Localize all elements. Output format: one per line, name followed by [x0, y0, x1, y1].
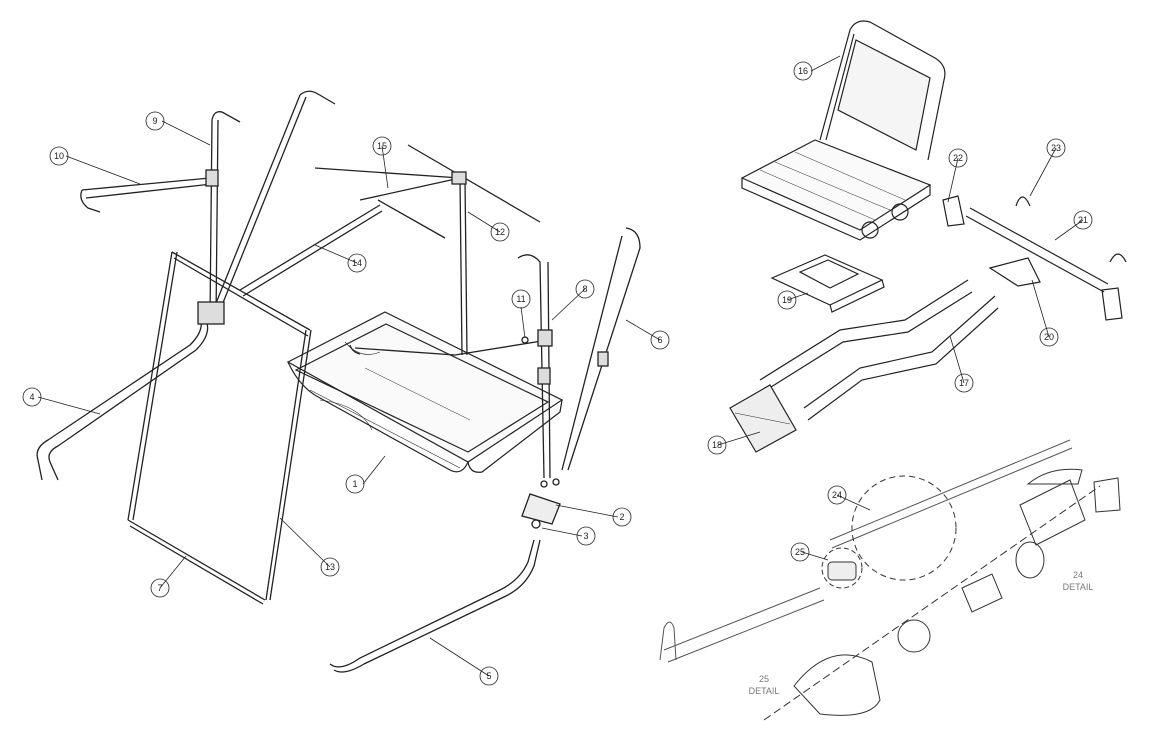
- callout-4: 4: [29, 392, 34, 402]
- callout-group: 1 2 3 4 5 6 7 8 9 10 11 12 13 14 15 16 1…: [22, 55, 1093, 686]
- callout-21: 21: [1078, 215, 1088, 225]
- callout-22: 22: [953, 153, 963, 163]
- callout-16: 16: [798, 66, 808, 76]
- callout-10: 10: [54, 151, 64, 161]
- callout-5: 5: [486, 671, 491, 681]
- callout-7: 7: [157, 583, 162, 593]
- callout-2: 2: [619, 512, 624, 522]
- callout-15: 15: [377, 141, 387, 151]
- callout-14: 14: [352, 258, 362, 268]
- detail-24-number: 24: [1073, 570, 1083, 580]
- callout-12: 12: [495, 227, 505, 237]
- callout-6: 6: [657, 335, 662, 345]
- callout-19: 19: [782, 295, 792, 305]
- frame-tubes: [36, 90, 641, 673]
- detail-25-word: DETAIL: [749, 686, 780, 696]
- detail-24-word: DETAIL: [1063, 582, 1094, 592]
- callout-11: 11: [516, 294, 525, 304]
- callout-9: 9: [152, 116, 157, 126]
- callout-24: 24: [832, 490, 842, 500]
- hitch-detail: [659, 439, 1121, 721]
- sled-tub: [286, 311, 564, 473]
- callout-1: 1: [352, 479, 357, 489]
- callout-13: 13: [325, 562, 335, 572]
- detail-25-number: 25: [759, 674, 769, 684]
- callout-17: 17: [959, 378, 969, 388]
- callout-8: 8: [582, 284, 587, 294]
- callout-18: 18: [712, 440, 722, 450]
- callout-20: 20: [1044, 332, 1054, 342]
- callout-25: 25: [795, 547, 805, 557]
- callout-23: 23: [1051, 143, 1061, 153]
- seat-assembly: [729, 20, 1127, 453]
- callout-3: 3: [583, 531, 588, 541]
